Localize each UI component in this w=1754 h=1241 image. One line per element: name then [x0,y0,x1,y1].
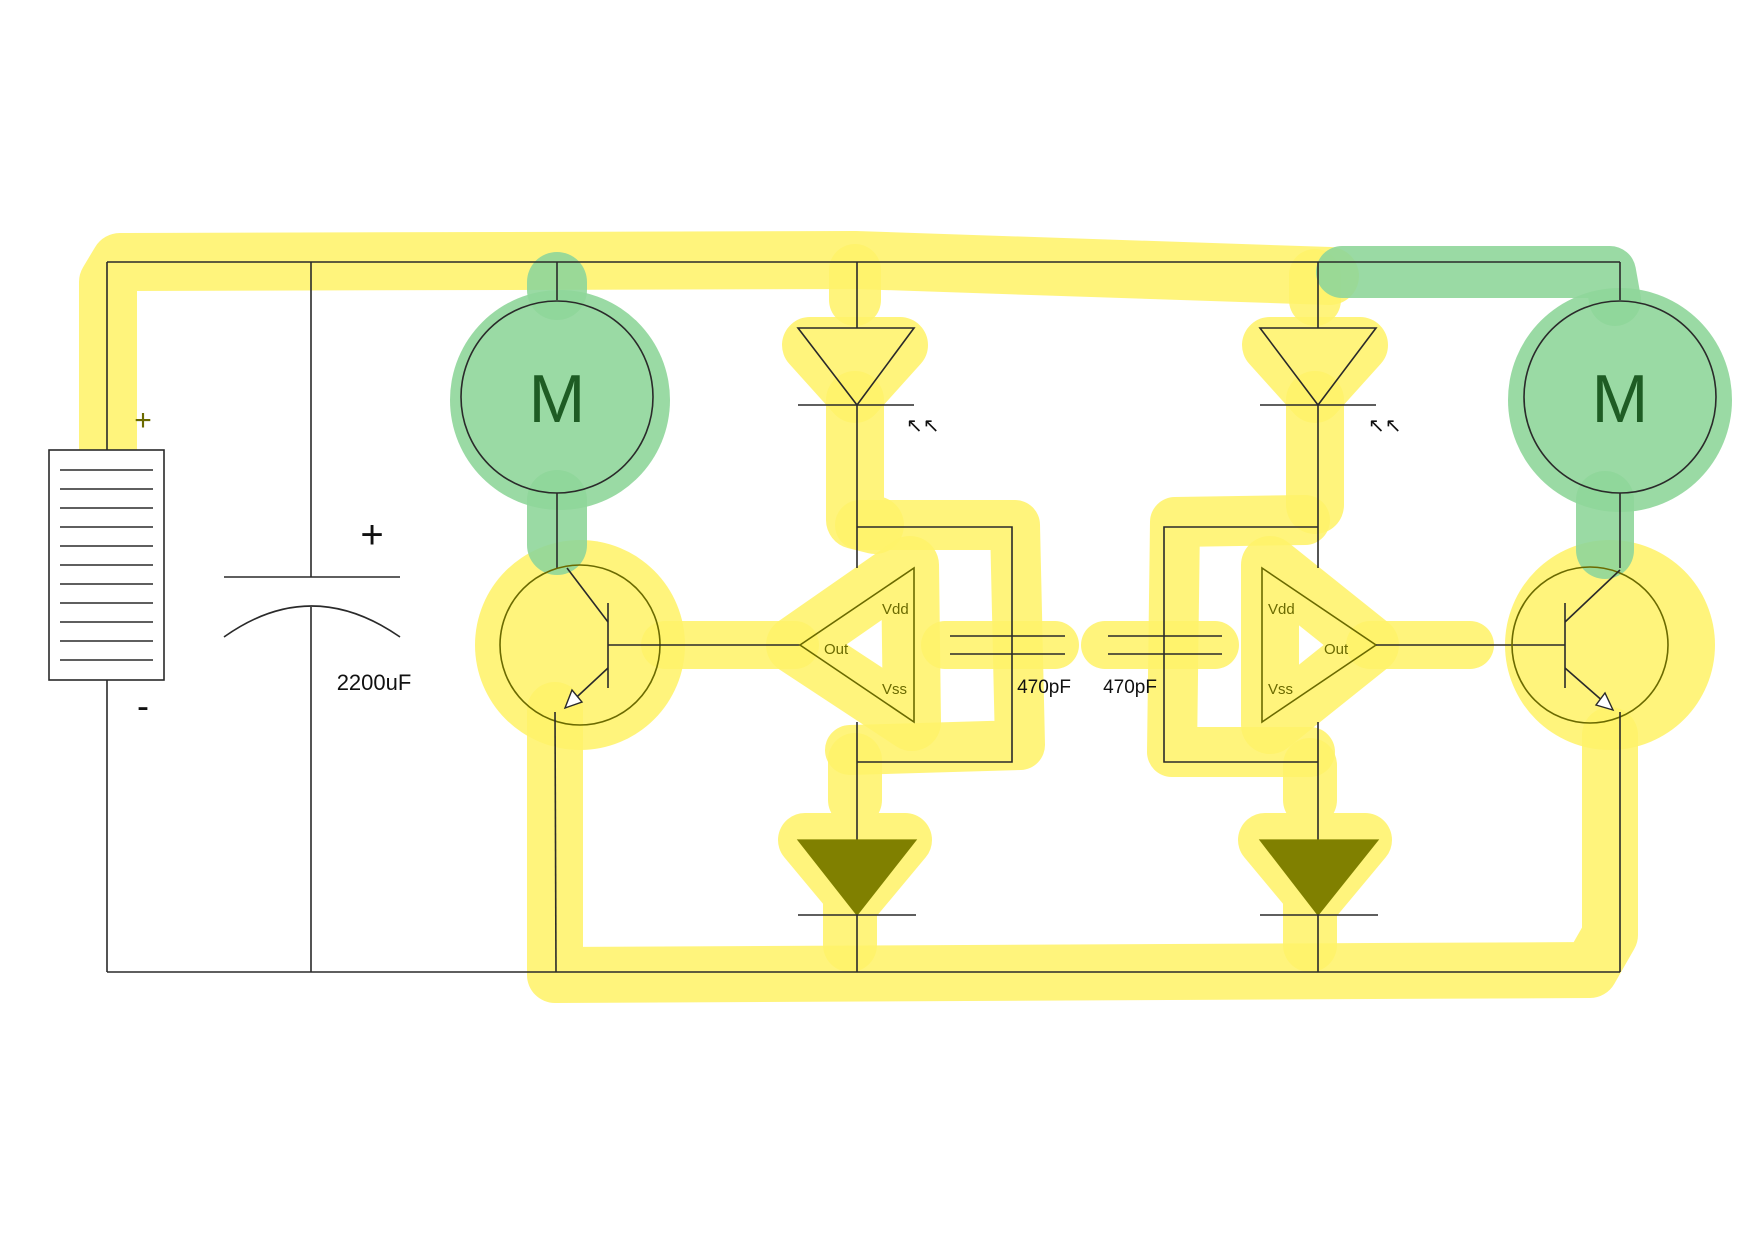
right-timing-capacitor: 470pF [1103,635,1222,698]
highlight-top-rail [79,231,1359,479]
highlight-left-transistor [475,540,685,750]
left-motor: M [460,262,654,568]
right-ic: Vdd Out Vss [1163,526,1378,840]
highlight-bottom-rail [527,682,1638,1003]
left-transistor [499,564,661,973]
right-ic-vss-label: Vss [1268,681,1293,698]
highlight-left-motor [450,290,670,510]
wires-layer: + - + 2200uF M [48,261,1717,973]
left-ic-vss-label: Vss [882,681,907,698]
left-timing-cap-label: 470pF [1017,677,1071,698]
right-motor-label: M [1592,361,1649,437]
right-lower-diode [1258,839,1380,972]
highlight-right-motor [1508,288,1732,512]
solar-battery: + - [48,262,165,972]
highlight-layer [79,231,1732,1003]
left-lower-diode [796,839,918,972]
left-photodiode: ↖↖ [796,262,940,568]
left-ic: Vdd Out Vss [798,526,1013,840]
right-timing-cap-label: 470pF [1103,677,1157,698]
left-light-arrows: ↖↖ [906,413,940,437]
right-photodiode: ↖↖ [1258,262,1402,568]
right-ic-vdd-label: Vdd [1268,601,1295,618]
highlight-right-top-rail [1316,246,1641,326]
battery-cells [60,469,153,661]
battery-plus-label: + [134,404,152,437]
highlight-left-ic [766,536,941,751]
right-ic-out-label: Out [1324,641,1349,658]
highlight-right-ic [1241,536,1399,754]
main-capacitor: + 2200uF [223,262,412,972]
capacitor-polarity-label: + [360,513,383,557]
left-ic-vdd-label: Vdd [882,601,909,618]
capacitor-value-label: 2200uF [337,670,412,695]
highlight-left-photodiode [782,317,928,423]
left-motor-label: M [529,361,586,437]
right-transistor [1511,566,1669,972]
left-timing-capacitor: 470pF [950,635,1071,698]
right-motor: M [1523,262,1717,568]
left-ic-out-label: Out [824,641,849,658]
right-light-arrows: ↖↖ [1368,413,1402,437]
battery-minus-label: - [137,685,149,726]
highlight-right-transistor [1505,540,1715,750]
